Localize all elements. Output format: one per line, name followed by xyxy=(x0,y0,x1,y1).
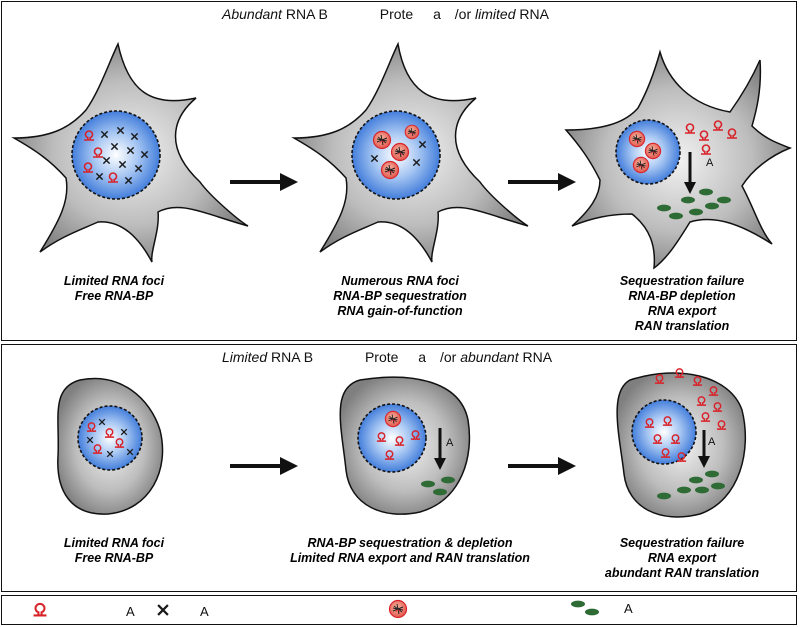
arrow-label: A xyxy=(446,437,454,449)
bottom-panel-header: Limited RNA B Prote a /or abundant RNA xyxy=(222,349,553,365)
arrow-label: A xyxy=(706,157,714,169)
caption-bottom-3: Sequestration failure RNA export abundan… xyxy=(604,536,760,580)
legend-label: A xyxy=(126,604,135,619)
cell-top-3 xyxy=(564,49,793,270)
cell-bottom-3 xyxy=(616,368,747,518)
legend-protein-icon xyxy=(156,603,170,617)
legend-ran-icon xyxy=(571,600,585,608)
nucleus xyxy=(71,110,161,200)
legend-rna-icon xyxy=(32,602,48,617)
arrow-label: A xyxy=(708,436,716,448)
legend-label: A xyxy=(624,601,633,616)
cell-top-2 xyxy=(291,41,529,263)
legend-label: A xyxy=(200,604,209,619)
legend-bar xyxy=(1,595,797,625)
caption-top-3: Sequestration failure RNA-BP depletion R… xyxy=(619,274,745,333)
caption-top-2: Numerous RNA foci RNA-BP sequestration R… xyxy=(333,274,467,318)
caption-bottom-2: RNA-BP sequestration & depletion Limited… xyxy=(290,536,530,565)
legend-foci-icon xyxy=(388,599,408,619)
caption-bottom-1: Limited RNA foci Free RNA-BP xyxy=(63,536,165,565)
top-panel-header: Abundant RNA B Prote a /or limited RNA xyxy=(222,6,549,22)
caption-top-1: Limited RNA foci Free RNA-BP xyxy=(63,274,165,303)
cell-top-1 xyxy=(11,41,249,263)
cell-bottom-1 xyxy=(57,377,164,515)
cell-bottom-2 xyxy=(339,376,471,515)
